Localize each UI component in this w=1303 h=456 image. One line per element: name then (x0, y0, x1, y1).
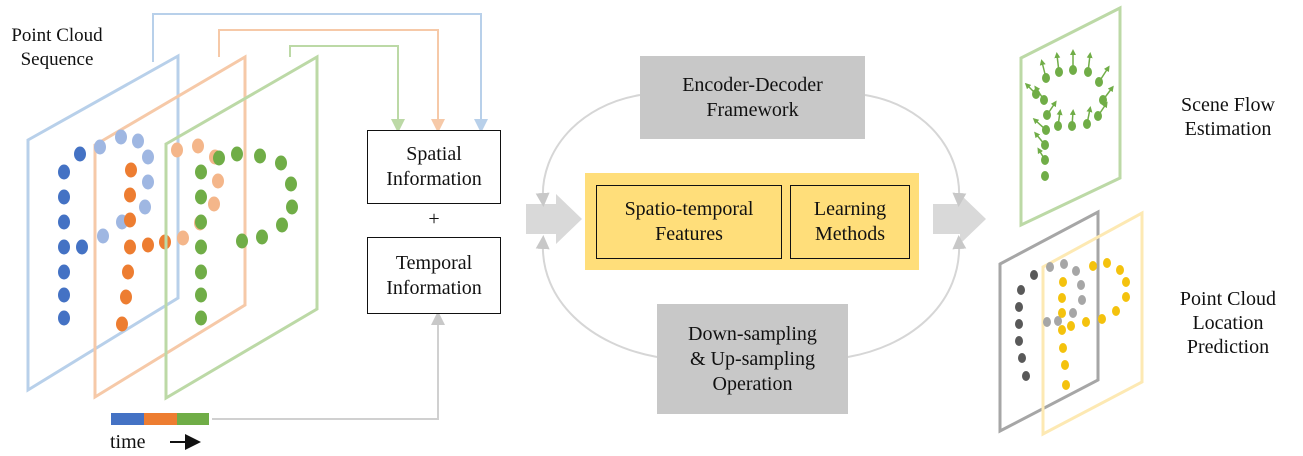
scene-flow-points (1024, 49, 1114, 181)
spatio-temporal-features-label: Spatio-temporal Features (624, 198, 754, 245)
orange-points (116, 162, 171, 332)
frame-green (164, 54, 319, 401)
prediction-label: Point Cloud Location Prediction (1179, 288, 1277, 358)
frame-orange (93, 54, 247, 400)
prediction-points-dark (1015, 270, 1038, 381)
prediction-points-grey (1043, 259, 1086, 327)
blue-points (58, 146, 88, 326)
spatio-temporal-features-box: Spatio-temporal Features (596, 185, 782, 259)
scene-flow-label: Scene Flow Estimation (1181, 94, 1275, 140)
loop-arcs (535, 94, 967, 358)
learning-methods-label: Learning Methods (813, 198, 887, 245)
prediction-frame-yellow (1041, 210, 1144, 437)
green-points (195, 146, 298, 326)
temporal-label: Temporal Information (386, 251, 482, 299)
fat-right-arrow-icon-2 (933, 194, 986, 244)
encoder-decoder-box: Encoder-Decoder Framework (640, 56, 865, 139)
learning-methods-box: Learning Methods (790, 185, 910, 259)
frame-connector-arrows (152, 13, 488, 133)
blue-frame-arrow (152, 13, 488, 133)
green-frame-arrow (289, 45, 405, 133)
sampling-box: Down-sampling & Up-sampling Operation (657, 304, 848, 414)
scene-flow-frame (1019, 5, 1122, 228)
sequence-label: Point Cloud Sequence (11, 25, 103, 70)
time-to-temporal-arrow (212, 311, 445, 420)
orange-frame-arrow (218, 29, 445, 133)
prediction-frame-grey (998, 209, 1100, 434)
plus-label: + (428, 208, 440, 230)
time-label: time (110, 431, 146, 453)
frame-blue (26, 53, 180, 393)
prediction-points-yellow (1058, 258, 1130, 390)
time-bar (111, 413, 209, 425)
fat-right-arrow-icon (526, 194, 582, 244)
sampling-label: Down-sampling & Up-sampling Operation (688, 322, 817, 395)
spatial-box: Spatial Information (367, 130, 501, 204)
temporal-box: Temporal Information (367, 237, 501, 314)
blue-points-faded (94, 129, 154, 244)
encoder-decoder-label: Encoder-Decoder Framework (682, 73, 823, 121)
spatial-label: Spatial Information (386, 143, 482, 190)
